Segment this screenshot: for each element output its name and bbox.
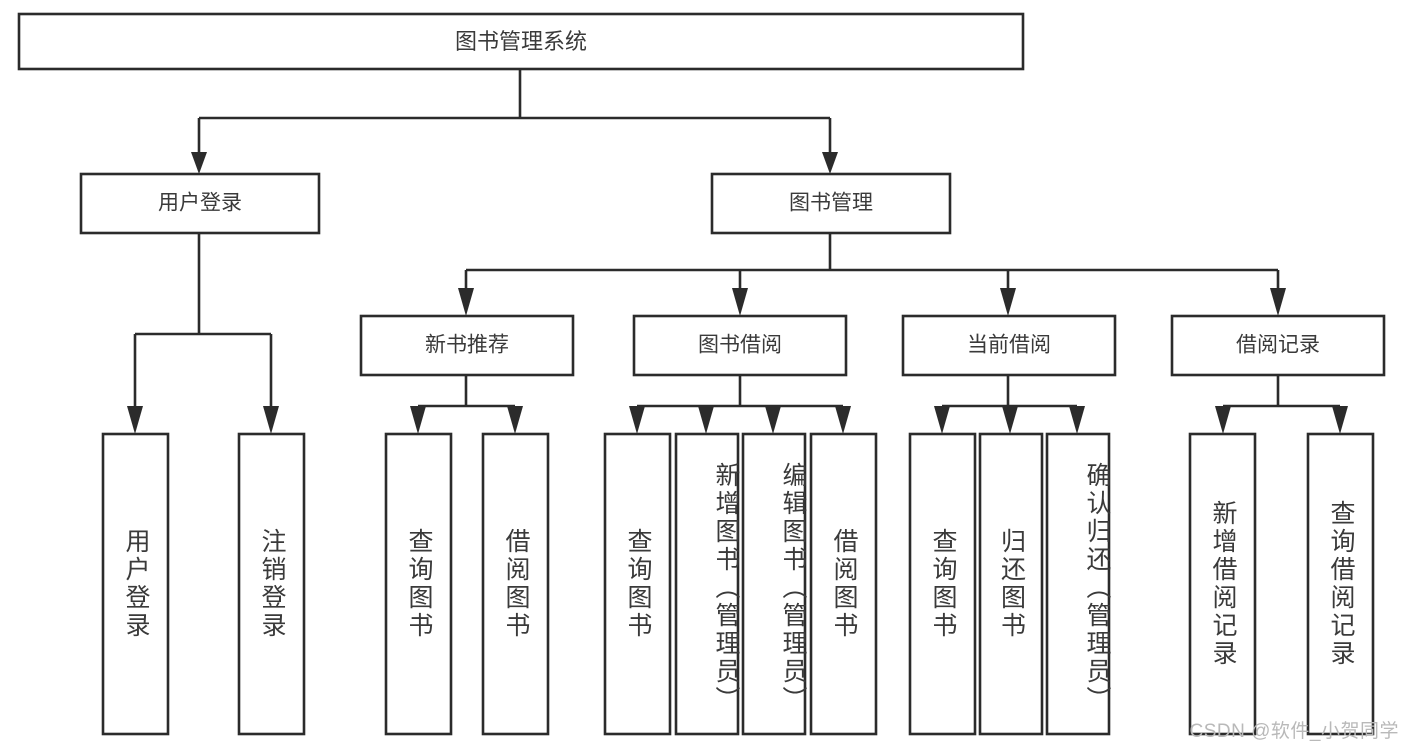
node-box-leaf-confirm-return[interactable] [1045, 432, 1111, 736]
arrow-head-leaf-logout [263, 406, 279, 434]
arrow-head-current-borrow [1000, 288, 1016, 316]
arrow-head-leaf-add-book [698, 406, 714, 434]
arrow-head-borrow-record [1270, 288, 1286, 316]
node-box-borrow-record[interactable] [1170, 314, 1386, 377]
node-box-leaf-add-book[interactable] [674, 432, 740, 736]
node-label-current-borrow: 当前借阅 [967, 334, 1051, 357]
node-box-leaf-edit-book[interactable] [741, 432, 807, 736]
arrow-head-user-login [191, 152, 207, 174]
node-box-book-borrow[interactable] [632, 314, 848, 377]
node-label-new-book-rec: 新书推荐 [425, 334, 509, 357]
node-layer: 图书管理系统 用户登录 图书管理 新书推荐 图书借阅 当前借阅 借阅记录 [17, 12, 1386, 736]
node-box-leaf-user-login[interactable] [101, 432, 170, 736]
arrow-head-leaf-user-login [127, 406, 143, 434]
node-box-leaf-query-book-1[interactable] [384, 432, 453, 736]
arrow-head-leaf-return-book [1002, 406, 1018, 434]
node-box-leaf-query-book-2[interactable] [603, 432, 672, 736]
arrow-head-book-manage [822, 152, 838, 174]
node-label-book-manage: 图书管理 [789, 192, 873, 215]
node-box-leaf-logout[interactable] [237, 432, 306, 736]
node-box-leaf-return-book[interactable] [978, 432, 1044, 736]
arrow-head-leaf-confirm-return [1069, 406, 1085, 434]
node-box-root[interactable] [17, 12, 1025, 71]
arrow-head-leaf-borrow-book-2 [835, 406, 851, 434]
node-label-borrow-record: 借阅记录 [1236, 334, 1320, 357]
arrow-head-leaf-query-book-2 [629, 406, 645, 434]
node-box-leaf-add-record[interactable] [1188, 432, 1257, 736]
node-box-leaf-query-record[interactable] [1306, 432, 1375, 736]
arrow-head-book-borrow [732, 288, 748, 316]
node-box-new-book-rec[interactable] [359, 314, 575, 377]
node-box-leaf-query-book-3[interactable] [908, 432, 977, 736]
node-box-current-borrow[interactable] [901, 314, 1117, 377]
node-box-user-login[interactable] [79, 172, 321, 235]
arrow-head-leaf-query-book-3 [934, 406, 950, 434]
arrow-head-leaf-query-book-1 [410, 406, 426, 434]
node-box-book-manage[interactable] [710, 172, 952, 235]
arrow-head-leaf-borrow-book-1 [507, 406, 523, 434]
node-label-root: 图书管理系统 [455, 29, 587, 54]
arrow-head-leaf-add-record [1215, 406, 1231, 434]
node-label-user-login: 用户登录 [158, 192, 242, 215]
arrow-head-leaf-query-record [1332, 406, 1348, 434]
csdn-watermark: CSDN @软件_小贺同学 [1189, 721, 1399, 742]
arrow-head-leaf-edit-book [765, 406, 781, 434]
node-label-book-borrow: 图书借阅 [698, 334, 782, 357]
node-box-leaf-borrow-book-1[interactable] [481, 432, 550, 736]
node-box-leaf-borrow-book-2[interactable] [809, 432, 878, 736]
arrow-head-new-book-rec [458, 288, 474, 316]
connector-layer [127, 69, 1348, 434]
